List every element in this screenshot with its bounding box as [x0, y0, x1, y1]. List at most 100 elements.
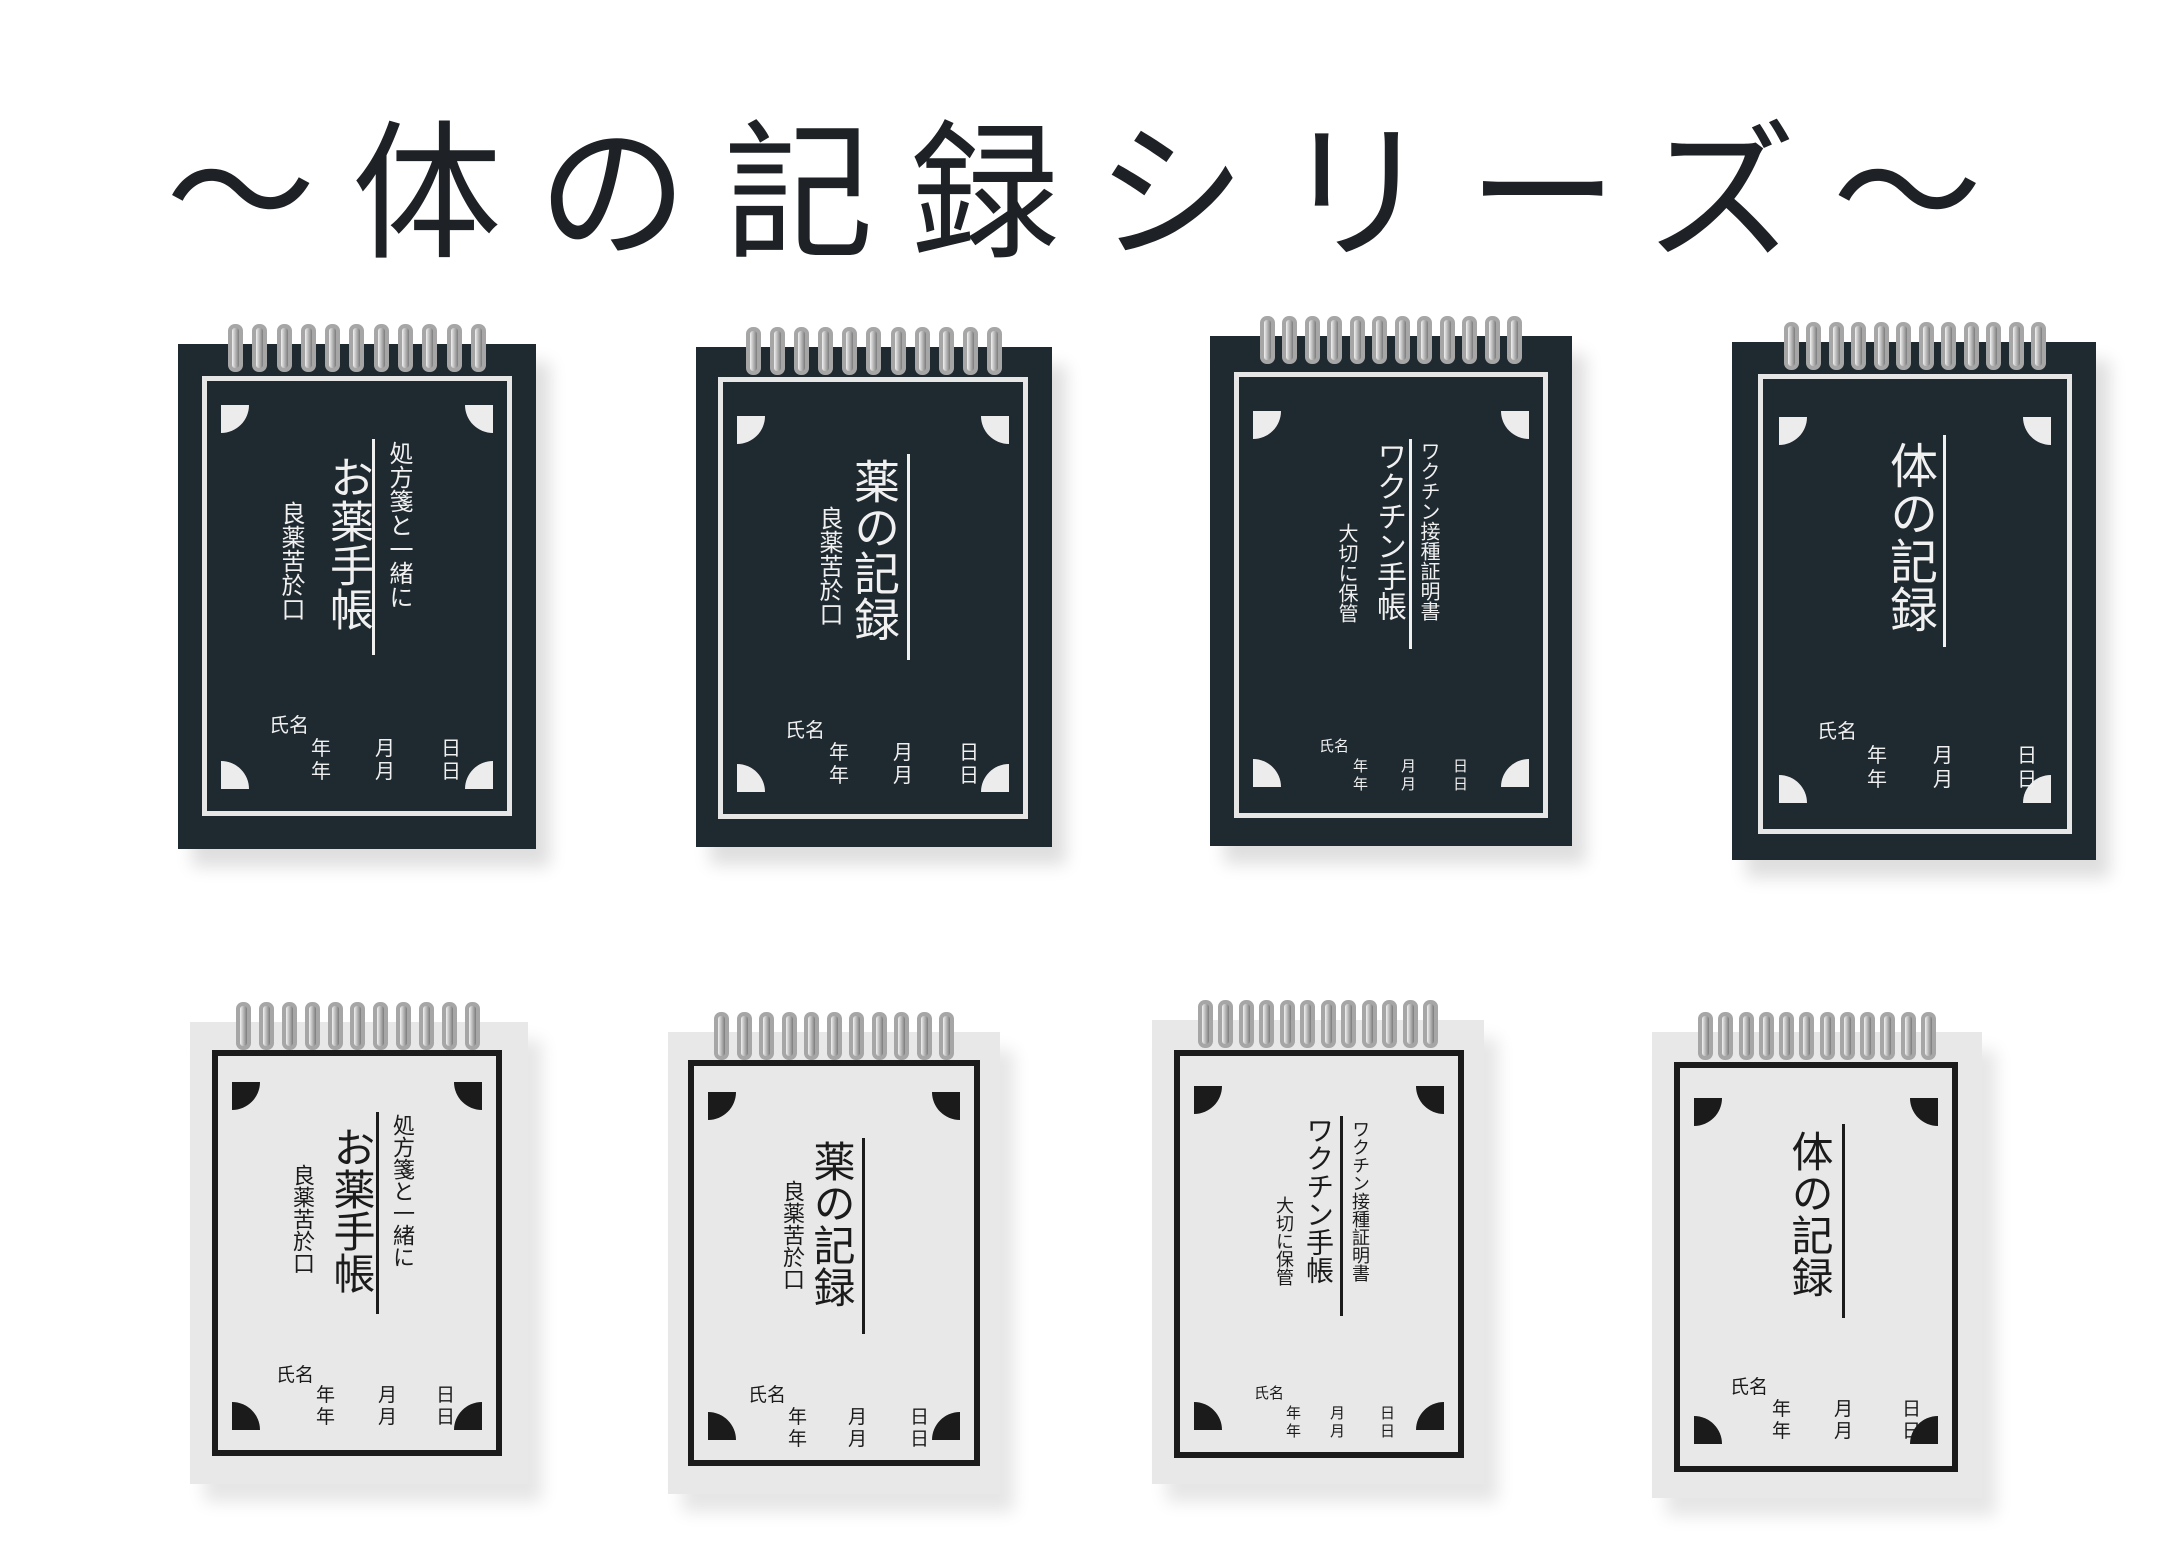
notebook-kusuri-dark: 薬の記録 良薬苦於口 氏名 年 月 日 年 月 日	[696, 327, 1052, 847]
corner-ornament	[465, 761, 493, 789]
spiral-coil	[1439, 316, 1455, 364]
spiral-coil	[1873, 322, 1889, 370]
notebook-kusuri-light: 薬の記録 良薬苦於口 氏名 年 月 日 年 月 日	[668, 1012, 1000, 1494]
name-label: 氏名	[1254, 1384, 1285, 1402]
date-year: 年	[829, 740, 849, 764]
date-month: 月	[893, 763, 913, 787]
spiral-coil	[327, 1002, 343, 1050]
cover-tagline: 良薬苦於口	[815, 506, 843, 626]
spiral-coil	[300, 324, 316, 372]
spiral-coil	[986, 327, 1002, 375]
title-rule	[376, 1112, 379, 1314]
spiral-coil	[1758, 1012, 1774, 1060]
corner-ornament	[2023, 417, 2051, 445]
title-rule	[1340, 1116, 1343, 1316]
cover-frame: 処方箋と一緒に お薬手帳 良薬苦於口 氏名 年 月 日 年 月 日	[212, 1050, 502, 1456]
spiral-coil	[422, 324, 438, 372]
spiral-coil	[1941, 322, 1957, 370]
corner-ornament	[1694, 1416, 1722, 1444]
spiral-coil	[842, 327, 858, 375]
spiral-coil	[1918, 322, 1934, 370]
cover-title: 薬の記録	[807, 1140, 856, 1308]
date-day: 日	[441, 736, 461, 760]
spiral-binding	[1784, 322, 2046, 374]
spiral-coil	[419, 1002, 435, 1050]
spiral-coil	[770, 327, 786, 375]
notebook-karada-dark: 体の記録 氏名 年 月 日 年 月 日	[1732, 322, 2096, 860]
spiral-coil	[1260, 316, 1275, 364]
title-rule	[372, 439, 375, 655]
spiral-coil	[1896, 322, 1912, 370]
spiral-coil	[1718, 1012, 1734, 1060]
name-label: 氏名	[748, 1384, 787, 1406]
date-year: 年	[1286, 1422, 1302, 1440]
date-month: 月	[893, 740, 913, 764]
date-year: 年	[829, 763, 849, 787]
cover-frame: 体の記録 氏名 年 月 日 年 月 日	[1674, 1062, 1958, 1472]
spiral-coil	[373, 324, 389, 372]
cover-title: お薬手帳	[327, 1126, 376, 1294]
date-month: 月	[848, 1428, 868, 1450]
date-year: 年	[311, 736, 331, 760]
name-label: 氏名	[785, 718, 825, 742]
spiral-coil	[736, 1012, 752, 1060]
spiral-coil	[1422, 1000, 1438, 1048]
spiral-coil	[2008, 322, 2024, 370]
spiral-coil	[916, 1012, 932, 1060]
spiral-coil	[304, 1002, 320, 1050]
spiral-coil	[398, 324, 414, 372]
cover-title: 体の記録	[1785, 1130, 1834, 1298]
corner-ornament	[1779, 417, 1807, 445]
spiral-coil	[1394, 316, 1410, 364]
spiral-coil	[2030, 322, 2046, 370]
corner-ornament	[932, 1412, 960, 1440]
corner-ornament	[1501, 759, 1529, 787]
spiral-binding	[1198, 1000, 1438, 1052]
spiral-coil	[1738, 1012, 1754, 1060]
spiral-coil	[746, 327, 761, 375]
spiral-coil	[1238, 1000, 1254, 1048]
date-year: 年	[1772, 1398, 1792, 1420]
date-month: 月	[378, 1384, 398, 1406]
spiral-coil	[281, 1002, 297, 1050]
cover-tagline: 良薬苦於口	[779, 1180, 804, 1290]
spiral-coil	[325, 324, 341, 372]
spiral-binding	[228, 324, 486, 376]
notebook-karada-light: 体の記録 氏名 年 月 日 年 月 日	[1652, 1012, 1982, 1498]
spiral-coil	[1484, 316, 1500, 364]
cover-tagline: 良薬苦於口	[277, 501, 305, 621]
date-day: 日	[2017, 743, 2037, 767]
cover-title: お薬手帳	[322, 455, 373, 631]
corner-ornament	[1910, 1098, 1938, 1126]
cover-tagline: 大切に保管	[1335, 523, 1359, 623]
spiral-coil	[373, 1002, 389, 1050]
spiral-coil	[818, 327, 834, 375]
date-year: 年	[1353, 775, 1369, 793]
spiral-coil	[794, 327, 810, 375]
date-month: 月	[1330, 1422, 1346, 1440]
spiral-coil	[1963, 322, 1979, 370]
date-year: 年	[788, 1406, 808, 1428]
corner-ornament	[465, 405, 493, 433]
spiral-coil	[826, 1012, 842, 1060]
spiral-coil	[446, 324, 462, 372]
cover-frame: 薬の記録 良薬苦於口 氏名 年 月 日 年 月 日	[718, 377, 1028, 819]
spiral-coil	[1851, 322, 1867, 370]
spiral-coil	[1304, 316, 1320, 364]
spiral-coil	[1819, 1012, 1835, 1060]
date-month: 月	[1401, 775, 1417, 793]
date-year: 年	[1867, 743, 1887, 767]
title-rule	[907, 454, 910, 660]
cover-title: 薬の記録	[847, 458, 901, 642]
spiral-coil	[464, 1002, 480, 1050]
spiral-coil	[1986, 322, 2002, 370]
cover-subtitle: ワクチン接種証明書	[1349, 1120, 1370, 1282]
spiral-coil	[962, 327, 978, 375]
spiral-binding	[1260, 316, 1522, 368]
spiral-coil	[1462, 316, 1478, 364]
corner-ornament	[1194, 1402, 1222, 1430]
spiral-coil	[1282, 316, 1298, 364]
cover-frame: 体の記録 氏名 年 月 日 年 月 日	[1758, 374, 2072, 834]
cover-frame: ワクチン接種証明書 ワクチン手帳 大切に保管 氏名 年 月 日 年 月 日	[1234, 372, 1548, 818]
date-day: 日	[2017, 767, 2037, 791]
